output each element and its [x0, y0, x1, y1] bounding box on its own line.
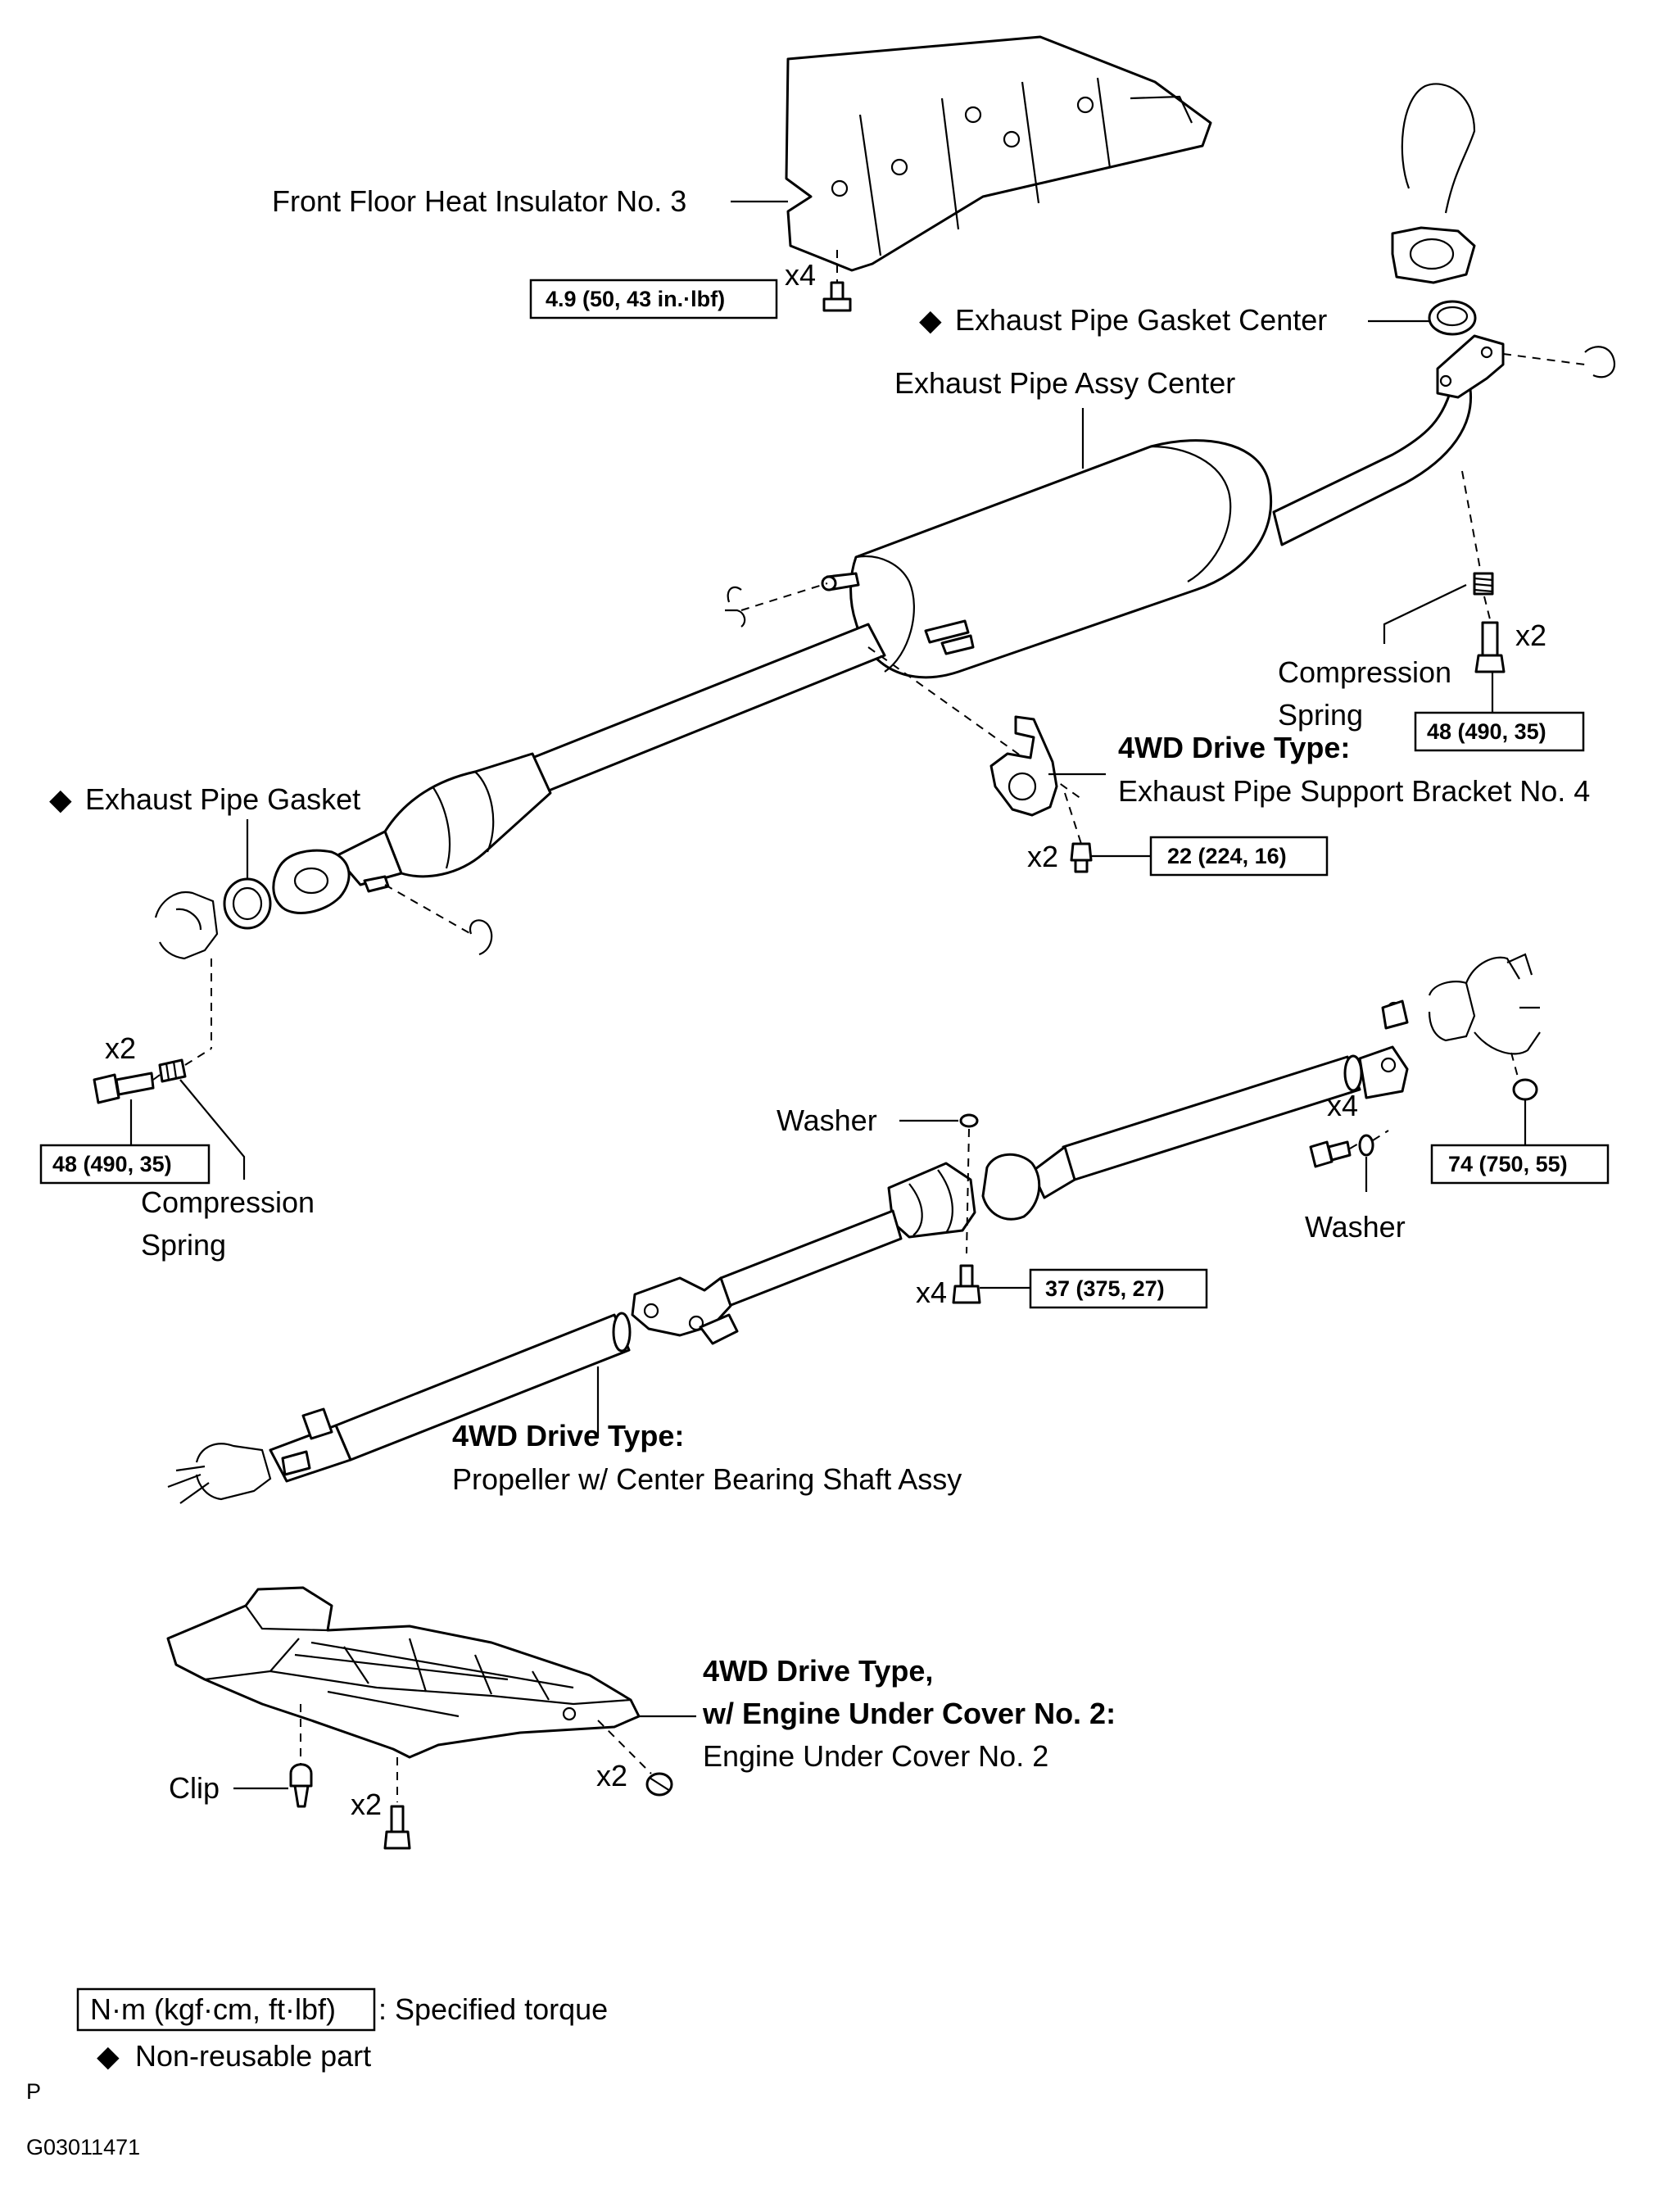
label-propeller-condition: 4WD Drive Type: — [452, 1419, 684, 1452]
torque-box-bracket — [1149, 836, 1329, 877]
torque-box-flange-nut — [1430, 1144, 1610, 1185]
qty-bearing-bolts: x4 — [916, 1276, 947, 1309]
label-under-cover-name: Engine Under Cover No. 2 — [703, 1739, 1048, 1773]
label-washer-right: Washer — [1305, 1210, 1406, 1244]
washer-center-icon — [959, 1113, 979, 1128]
label-support-bracket-condition: 4WD Drive Type: — [1118, 731, 1350, 764]
torque-insulator: 4.9 (50, 43 in.·lbf) — [546, 287, 725, 311]
front-pipe-bolt-icon — [93, 1072, 155, 1104]
exhaust-pipe-assy-center — [272, 334, 1505, 914]
torque-box-center-pipe — [1414, 711, 1585, 752]
torque-front-pipe: 48 (490, 35) — [52, 1152, 172, 1176]
qty-cover-bolts-center: x2 — [351, 1788, 382, 1821]
exhaust-pipe-gasket-center — [1428, 300, 1477, 336]
legend-torque-box — [76, 1987, 376, 2032]
label-exhaust-pipe-assy-center: Exhaust Pipe Assy Center — [894, 366, 1235, 400]
label-compression-spring-left-1: Compression — [141, 1185, 315, 1219]
legend-non-reusable-symbol: ◆ — [97, 2039, 120, 2073]
qty-center-pipe-bolts: x2 — [1515, 619, 1546, 652]
label-washer-center: Washer — [777, 1104, 877, 1137]
legend-torque-desc: : Specified torque — [378, 1992, 608, 2026]
footer-code: G03011471 — [26, 2135, 140, 2159]
torque-bracket: 22 (224, 16) — [1167, 844, 1287, 868]
torque-box-center-bearing — [1029, 1268, 1208, 1309]
drive-mount-outlines — [167, 953, 1541, 1504]
bracket-bolt-icon — [1070, 842, 1093, 873]
torque-center-bearing: 37 (375, 27) — [1045, 1276, 1165, 1301]
compression-spring-right — [1461, 470, 1494, 596]
footer-mark: P — [26, 2079, 41, 2104]
label-under-cover-condition-2: w/ Engine Under Cover No. 2: — [702, 1697, 1116, 1730]
body-mount-outlines — [469, 346, 1616, 956]
label-propeller-name: Propeller w/ Center Bearing Shaft Assy — [452, 1462, 962, 1496]
label-clip: Clip — [169, 1771, 220, 1805]
qty-washer-bolts: x4 — [1327, 1089, 1358, 1122]
insulator-bolt-icon — [822, 250, 852, 312]
torque-center-pipe: 48 (490, 35) — [1427, 719, 1546, 744]
torque-flange-nut: 74 (750, 55) — [1448, 1152, 1568, 1176]
label-under-cover-condition-1: 4WD Drive Type, — [703, 1654, 933, 1688]
non-reusable-mark-gasket-center: ◆ — [919, 303, 942, 337]
qty-cover-bolts-right: x2 — [596, 1759, 627, 1792]
front-floor-heat-insulator — [785, 35, 1212, 272]
label-exhaust-pipe-gasket: Exhaust Pipe Gasket — [85, 782, 360, 816]
label-compression-spring-right-2: Spring — [1278, 698, 1363, 732]
exhaust-pipe-gasket — [223, 877, 272, 930]
engine-under-cover — [166, 1586, 641, 1759]
label-compression-spring-right-1: Compression — [1278, 655, 1451, 689]
front-pipe-mount-outline — [154, 891, 219, 960]
propeller-shaft-assy — [269, 999, 1409, 1483]
center-bearing-bolt-icon — [952, 1264, 981, 1304]
exhaust-pipe-support-bracket — [989, 715, 1058, 817]
compression-spring-left — [158, 1058, 187, 1083]
label-front-floor-heat-insulator: Front Floor Heat Insulator No. 3 — [272, 184, 686, 218]
center-pipe-bolt-icon — [1474, 596, 1506, 673]
cover-bolt-center-icon — [383, 1805, 411, 1850]
flange-nut-icon — [1512, 1078, 1538, 1101]
legend-torque-unit: N·m (kgf·cm, ft·lbf) — [90, 1992, 336, 2026]
torque-box-front-pipe — [39, 1144, 211, 1185]
qty-bracket-bolts: x2 — [1027, 840, 1058, 873]
label-compression-spring-left-2: Spring — [141, 1228, 226, 1262]
label-exhaust-pipe-gasket-center: Exhaust Pipe Gasket Center — [955, 303, 1327, 337]
label-support-bracket-name: Exhaust Pipe Support Bracket No. 4 — [1118, 774, 1590, 808]
washer-right-icon — [1358, 1134, 1374, 1157]
exhaust-manifold-outline — [1391, 83, 1476, 284]
flange-bolt-icon — [1309, 1140, 1352, 1168]
qty-insulator-bolts: x4 — [785, 258, 816, 292]
non-reusable-mark-gasket: ◆ — [49, 782, 72, 816]
legend-non-reusable-desc: Non-reusable part — [135, 2039, 371, 2073]
qty-front-pipe-bolts: x2 — [105, 1031, 136, 1065]
torque-box-insulator — [529, 279, 778, 319]
cover-bolt-right-icon — [645, 1772, 673, 1797]
clip-icon — [289, 1763, 313, 1808]
